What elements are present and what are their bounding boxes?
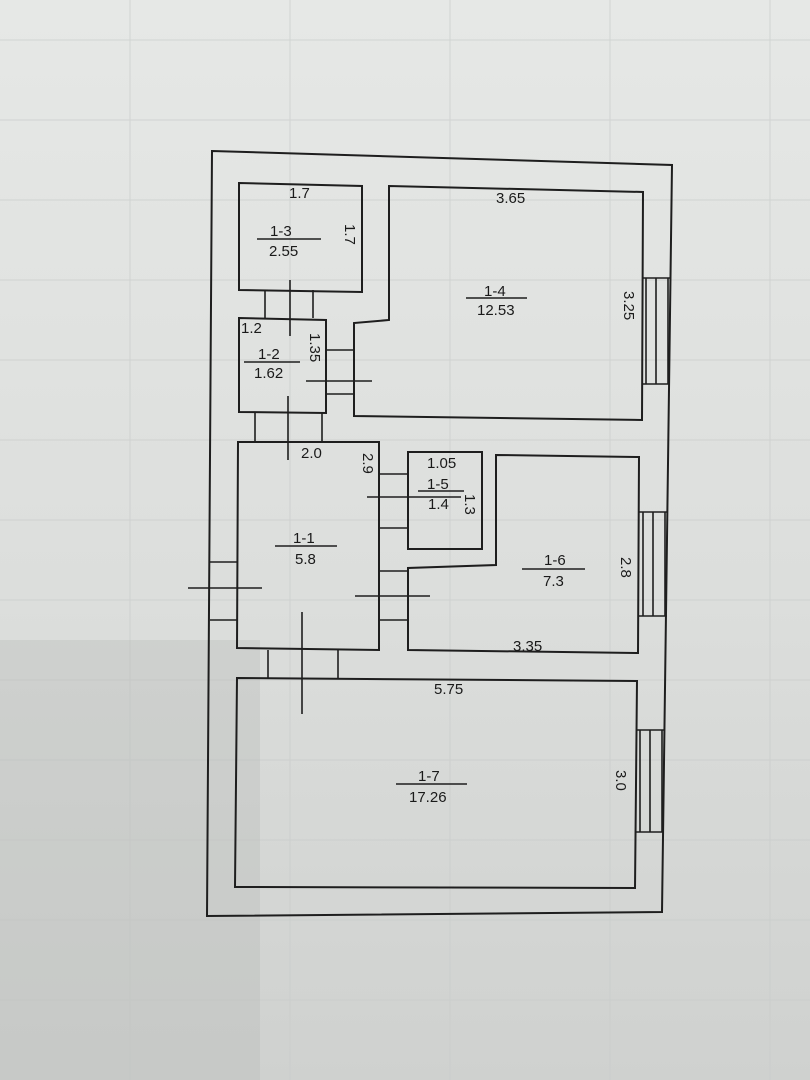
dim-r16-bottom: 3.35 (513, 638, 542, 655)
room-1-7-area: 17.26 (409, 789, 447, 806)
room-1-4-outline (353, 184, 645, 422)
window-2 (639, 511, 667, 617)
dim-r14-top: 3.65 (496, 190, 525, 207)
room-1-6-area: 7.3 (543, 573, 564, 590)
room-1-4-number: 1-4 (484, 283, 506, 300)
room-1-2-area: 1.62 (254, 365, 283, 382)
room-1-5-area: 1.4 (428, 496, 449, 513)
room-1-1-area: 5.8 (295, 551, 316, 568)
room-1-1-number: 1-1 (293, 530, 315, 547)
doorways (188, 280, 461, 714)
dim-r14-side: 3.25 (620, 291, 637, 320)
dim-r15-top: 1.05 (427, 455, 456, 472)
room-1-1-outline (235, 441, 380, 652)
room-1-7-outline (233, 676, 639, 890)
window-3 (636, 729, 664, 833)
room-1-3-area: 2.55 (269, 243, 298, 260)
dim-r11-side: 2.9 (359, 453, 376, 474)
dim-r16-side: 2.8 (617, 557, 634, 578)
dim-r13-side: 1.7 (341, 224, 358, 245)
label-bars (244, 238, 585, 785)
room-1-3-number: 1-3 (270, 223, 292, 240)
room-1-2-number: 1-2 (258, 346, 280, 363)
room-1-2-outline (238, 316, 327, 415)
dim-r17-side: 3.0 (612, 770, 629, 791)
dim-r12-side: 1.35 (306, 333, 323, 362)
dim-r17-top: 5.75 (434, 681, 463, 698)
outer-wall (205, 149, 674, 918)
room-1-7-number: 1-7 (418, 768, 440, 785)
dim-r15-side: 1.3 (461, 494, 478, 515)
window-1 (643, 277, 670, 385)
room-1-6-number: 1-6 (544, 552, 566, 569)
room-1-6-outline (407, 453, 641, 655)
dim-r11-top: 2.0 (301, 445, 322, 462)
shadow (0, 640, 260, 1080)
dim-r12-top: 1.2 (241, 320, 262, 337)
room-1-4-area: 12.53 (477, 302, 515, 319)
dim-r13-top: 1.7 (289, 185, 310, 202)
room-1-5-number: 1-5 (427, 476, 449, 493)
room-1-3-outline (238, 181, 363, 294)
room-1-5-outline (407, 451, 483, 550)
